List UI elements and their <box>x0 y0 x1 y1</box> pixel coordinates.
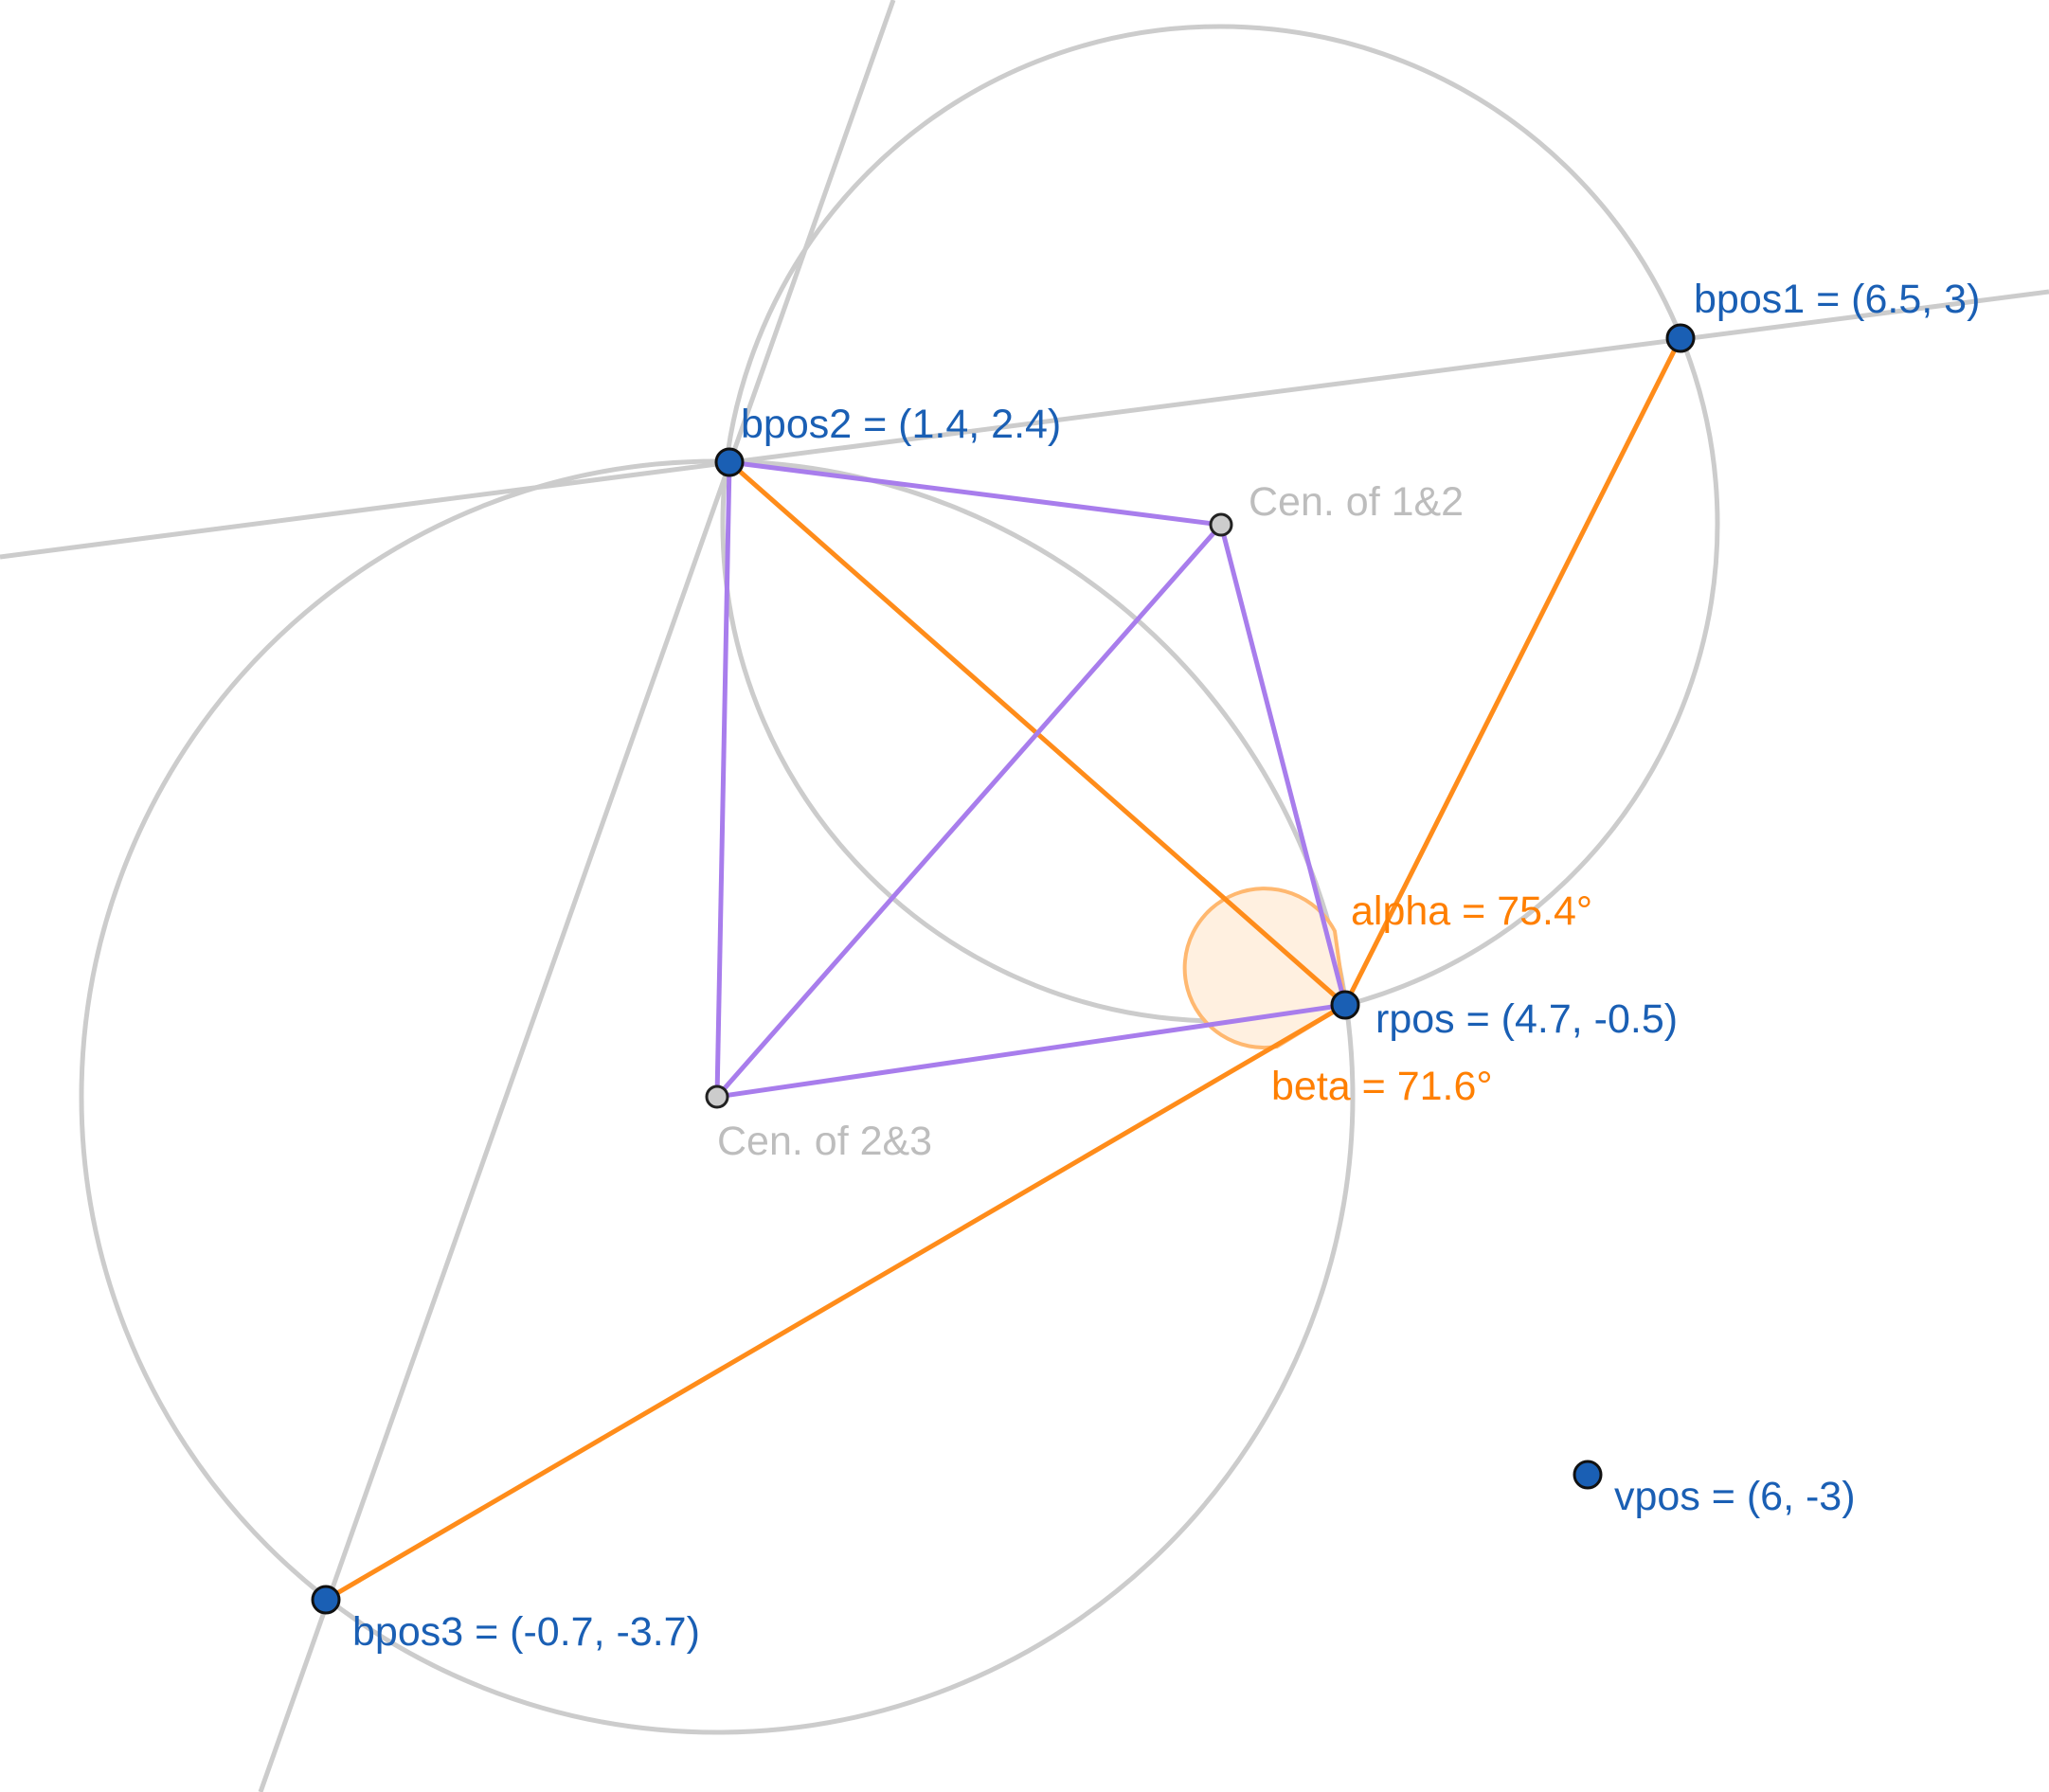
rpos-point[interactable] <box>1330 990 1360 1020</box>
segment-rpos-bpos1 <box>1342 336 1683 1007</box>
bpos1-label: bpos1 = (6.5, 3) <box>1694 277 1980 322</box>
line-through-bpos2-bpos3 <box>258 0 896 1792</box>
bpos3-point[interactable] <box>311 1585 341 1615</box>
rpos-label: rpos = (4.7, -0.5) <box>1375 996 1678 1042</box>
beta-angle-label: beta = 71.6° <box>1271 1064 1493 1109</box>
segment-center12-rpos <box>1218 524 1348 1006</box>
bpos2-label: bpos2 = (1.4, 2.4) <box>741 402 1061 447</box>
segment-bpos2-center12 <box>728 459 1222 528</box>
line-through-bpos1-bpos2 <box>0 289 2049 560</box>
vpos-point[interactable] <box>1573 1460 1603 1490</box>
bpos3-label: bpos3 = (-0.7, -3.7) <box>352 1609 700 1655</box>
segment-center23-rpos <box>716 1002 1346 1100</box>
center-2-3-label: Cen. of 2&3 <box>717 1119 932 1164</box>
bpos1-point[interactable] <box>1665 323 1696 353</box>
angle-sector-marker <box>1182 887 1348 1050</box>
bpos2-point[interactable] <box>714 447 745 477</box>
segment-center12-center23 <box>715 523 1223 1099</box>
segment-bpos2-center23 <box>714 461 732 1098</box>
segment-rpos-bpos3 <box>324 1002 1347 1603</box>
center-1-2-label: Cen. of 1&2 <box>1249 479 1464 525</box>
vpos-label: vpos = (6, -3) <box>1614 1474 1856 1519</box>
alpha-angle-label: alpha = 75.4° <box>1351 888 1592 934</box>
center-2-3-point[interactable] <box>705 1084 729 1109</box>
center-1-2-point[interactable] <box>1209 512 1233 537</box>
